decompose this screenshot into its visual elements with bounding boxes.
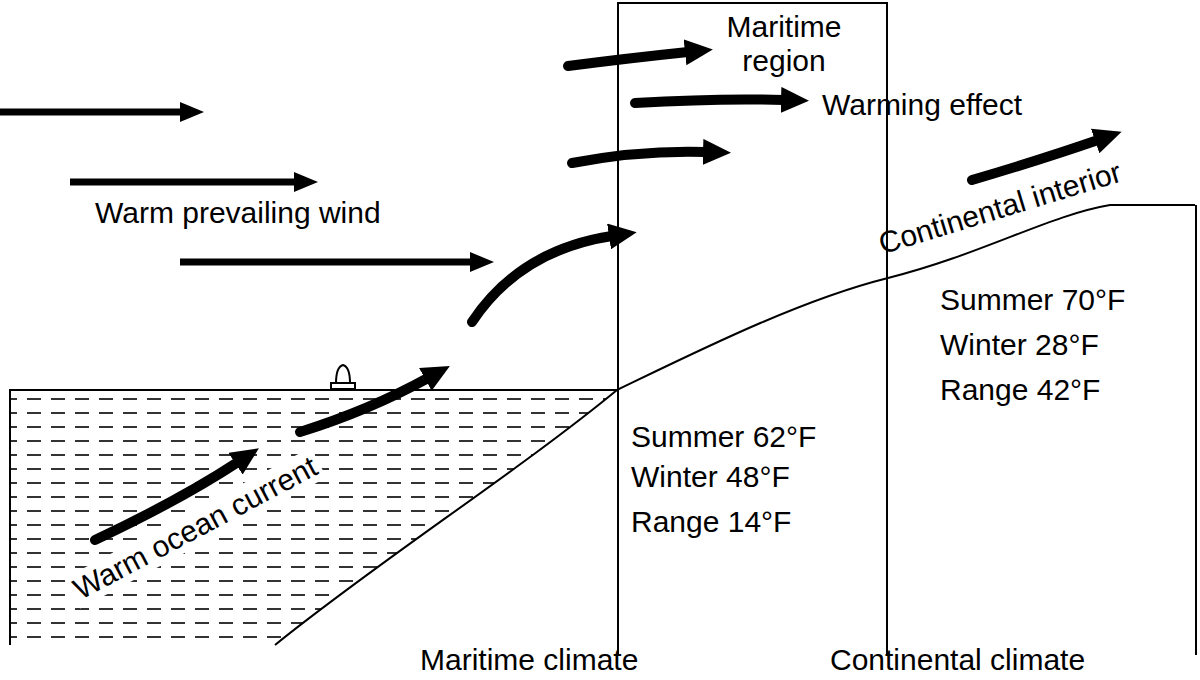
region-title: Maritime region <box>719 10 849 78</box>
temperature-range: Range 14°F <box>631 505 791 539</box>
climate-label: Maritime climate <box>420 643 638 677</box>
wind-arrows <box>0 112 472 262</box>
temperature-range: Range 42°F <box>940 373 1100 407</box>
wind-label: Warm prevailing wind <box>95 196 381 230</box>
continental-region: Summer 70°F Winter 28°F Range 42°F <box>886 205 1197 655</box>
summer-temperature: Summer 70°F <box>940 283 1125 317</box>
winter-temperature: Winter 48°F <box>631 460 790 494</box>
winter-temperature: Winter 28°F <box>940 328 1099 362</box>
climate-label: Continental climate <box>830 643 1085 677</box>
summer-temperature: Summer 62°F <box>631 420 816 454</box>
effect-label: Warming effect <box>822 88 1022 122</box>
buoy-symbol <box>331 365 355 389</box>
